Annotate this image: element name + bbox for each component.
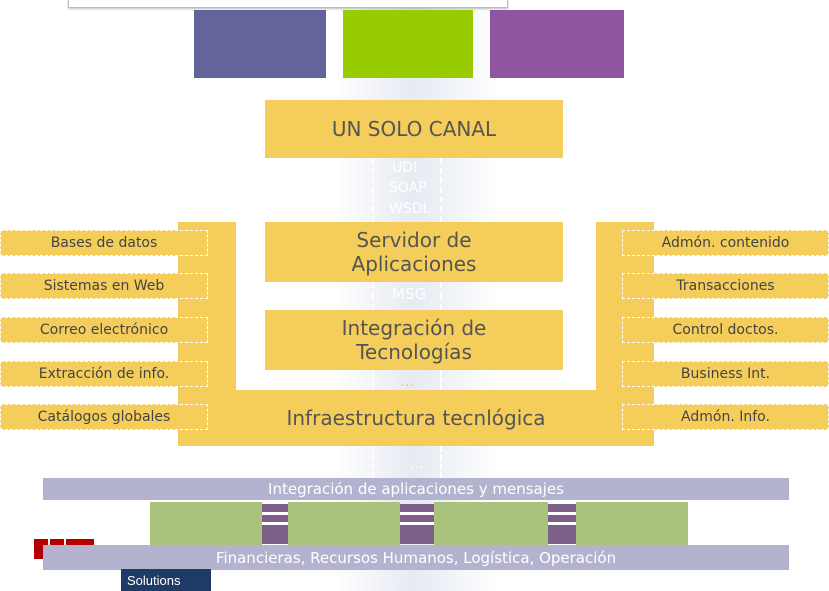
right-item-contenido: Admón. contenido [622,230,829,256]
color-square-purple [490,10,624,78]
right-item-label: Admón. contenido [661,235,790,251]
msg-connector [372,282,442,310]
integracion-aplicaciones-bar: Integración de aplicaciones y mensajes [43,478,789,500]
canal-label: UN SOLO CANAL [331,117,497,141]
left-item-catalogos: Catálogos globales [0,404,208,430]
left-item-extraccion: Extracción de info. [0,361,208,387]
dots-connector-1 [372,370,442,390]
left-item-sistemas: Sistemas en Web [0,273,208,299]
app-connector-2 [400,504,434,544]
right-item-control: Control doctos. [622,317,829,343]
msg-label: MSG [392,285,427,303]
left-item-label: Correo electrónico [39,322,169,338]
protocol-connector [372,158,442,222]
right-item-label: Control doctos. [672,322,779,338]
left-item-label: Bases de datos [50,235,158,251]
integracion-label: Integración de Tecnologías [341,316,487,364]
protocol-wsdl: WSDL [389,201,431,217]
servidor-box: Servidor de Aplicaciones [265,222,563,282]
right-item-business: Business Int. [622,361,829,387]
right-item-label: Business Int. [680,366,771,382]
integracion-box: Integración de Tecnologías [265,310,563,370]
left-item-label: Sistemas en Web [43,278,165,294]
app-block-2 [288,502,400,545]
left-item-label: Catálogos globales [37,409,171,425]
right-item-transacciones: Transacciones [622,273,829,299]
canal-box: UN SOLO CANAL [265,100,563,158]
app-connector-3 [548,504,576,544]
areas-bar: Financieras, Recursos Humanos, Logística… [43,545,789,570]
left-item-correo: Correo electrónico [0,317,208,343]
dots-label-1: … [400,374,414,390]
integracion-aplicaciones-label: Integración de aplicaciones y mensajes [268,480,564,498]
right-item-label: Transacciones [676,278,775,294]
areas-label: Financieras, Recursos Humanos, Logística… [215,548,617,567]
protocol-udi: UDI [392,160,418,176]
infra-base: Infraestructura tecnlógica [178,390,654,446]
top-panel [68,0,508,8]
solutions-badge: Solutions [121,569,211,591]
right-item-label: Admón. Info. [681,409,770,425]
color-square-green [343,10,473,78]
infra-label: Infraestructura tecnlógica [286,406,546,430]
protocol-soap: SOAP [389,180,427,196]
dots-label-2: … [410,456,424,472]
servidor-label: Servidor de Aplicaciones [351,228,477,276]
left-item-bases: Bases de datos [0,230,208,256]
app-block-3 [434,502,548,545]
right-item-info: Admón. Info. [622,404,829,430]
app-block-1 [150,502,262,545]
app-block-4 [576,502,688,545]
color-square-blue [194,10,326,78]
solutions-label: Solutions [127,572,181,588]
dots-connector-2 [372,446,442,478]
left-item-label: Extracción de info. [38,366,170,382]
app-connector-1 [262,504,288,544]
